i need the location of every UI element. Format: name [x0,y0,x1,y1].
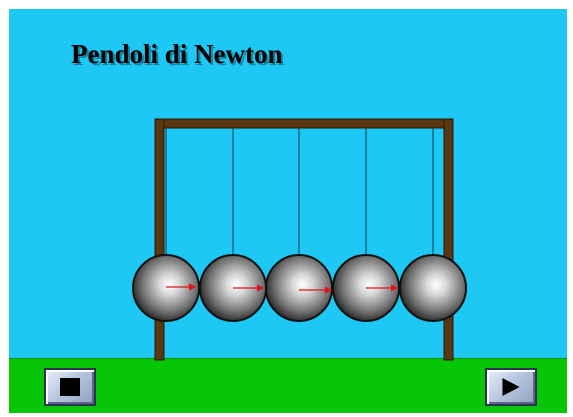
page-title: Pendoli di Newton [71,39,283,69]
frame-top-bar [154,118,454,129]
ball-3 [265,254,333,322]
ball-1 [132,254,200,322]
simulation-stage: Pendoli di Newton [9,9,567,413]
frame-right-post [443,118,454,361]
ground [9,358,567,413]
newtons-cradle [132,118,467,361]
velocity-arrows [166,283,399,294]
balls [132,254,467,322]
frame-left-post [154,118,165,361]
strings [165,128,434,259]
play-button[interactable] [485,368,537,406]
stop-icon [60,378,80,396]
play-icon [502,378,520,396]
ball-5 [399,254,467,322]
stop-button[interactable] [44,368,96,406]
